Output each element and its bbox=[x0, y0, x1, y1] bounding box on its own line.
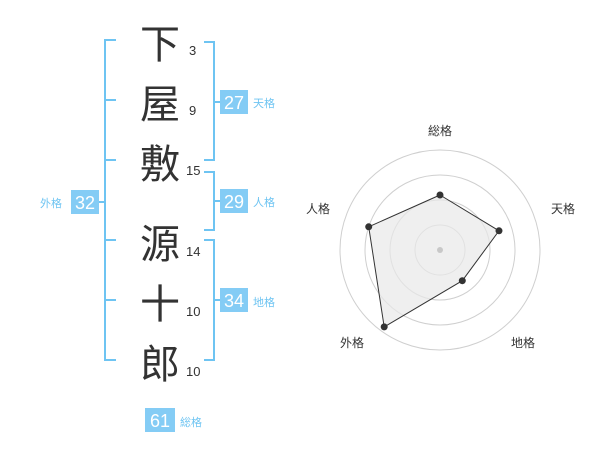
radar-ring bbox=[339, 149, 541, 351]
radar-chart: 総格 天格 地格 外格 人格 bbox=[306, 123, 575, 351]
gaikaku-value: 32 bbox=[75, 193, 95, 213]
tenkaku-score: 27 天格 bbox=[220, 90, 275, 114]
radar-point-5 bbox=[365, 223, 373, 231]
radar-label-jinkaku: 人格 bbox=[306, 201, 330, 216]
radar-point-4 bbox=[380, 323, 388, 331]
tenkaku-badge bbox=[220, 90, 248, 114]
name-char-3: 敷 bbox=[140, 142, 180, 188]
jinkaku-bracket bbox=[204, 171, 222, 231]
tenkaku-value: 27 bbox=[224, 93, 244, 113]
name-char-2: 屋 bbox=[140, 82, 180, 128]
radar-points bbox=[365, 191, 503, 331]
jinkaku-score: 29 人格 bbox=[220, 189, 275, 213]
chikaku-label: 地格 bbox=[253, 295, 275, 309]
soukaku-score: 61 総格 bbox=[145, 408, 202, 432]
jinkaku-label: 人格 bbox=[253, 195, 275, 209]
radar-area bbox=[368, 194, 500, 328]
gaikaku-label: 外格 bbox=[40, 196, 62, 210]
radar-point-2 bbox=[495, 227, 503, 235]
radar-label-chikaku: 地格 bbox=[511, 335, 535, 350]
name-char-4: 源 bbox=[140, 222, 180, 268]
stroke-count-1: 3 bbox=[189, 43, 196, 58]
name-char-5: 十 bbox=[140, 282, 180, 328]
stroke-count-6: 10 bbox=[186, 364, 200, 379]
tenkaku-bracket bbox=[204, 41, 222, 161]
gaikaku-badge bbox=[71, 190, 99, 214]
radar-label-soukaku: 総格 bbox=[428, 123, 452, 138]
tenkaku-label: 天格 bbox=[253, 96, 275, 110]
radar-label-tenkaku: 天格 bbox=[551, 201, 575, 216]
name-char-1: 下 bbox=[140, 22, 180, 68]
jinkaku-value: 29 bbox=[224, 192, 244, 212]
stroke-count-2: 9 bbox=[189, 103, 196, 118]
radar-center-dot bbox=[437, 247, 443, 253]
radar-point-1 bbox=[436, 191, 444, 199]
stroke-count-5: 10 bbox=[186, 304, 200, 319]
stroke-counts: 3 9 15 14 10 10 bbox=[186, 43, 200, 379]
radar-point-3 bbox=[458, 277, 466, 285]
jinkaku-badge bbox=[220, 189, 248, 213]
name-char-6: 郎 bbox=[140, 342, 180, 388]
soukaku-value: 61 bbox=[150, 411, 170, 431]
chikaku-score: 34 地格 bbox=[220, 288, 275, 312]
stroke-count-3: 15 bbox=[186, 163, 200, 178]
chikaku-bracket bbox=[204, 239, 222, 361]
stroke-count-4: 14 bbox=[186, 244, 200, 259]
chikaku-badge bbox=[220, 288, 248, 312]
chikaku-value: 34 bbox=[224, 291, 244, 311]
gaikaku-score: 外格 32 bbox=[40, 190, 99, 214]
name-characters: 下 屋 敷 源 十 郎 bbox=[140, 22, 180, 388]
radar-ring bbox=[364, 174, 516, 326]
soukaku-label: 総格 bbox=[180, 415, 202, 429]
soukaku-badge bbox=[145, 408, 175, 432]
radar-label-gaikaku: 外格 bbox=[340, 335, 364, 350]
